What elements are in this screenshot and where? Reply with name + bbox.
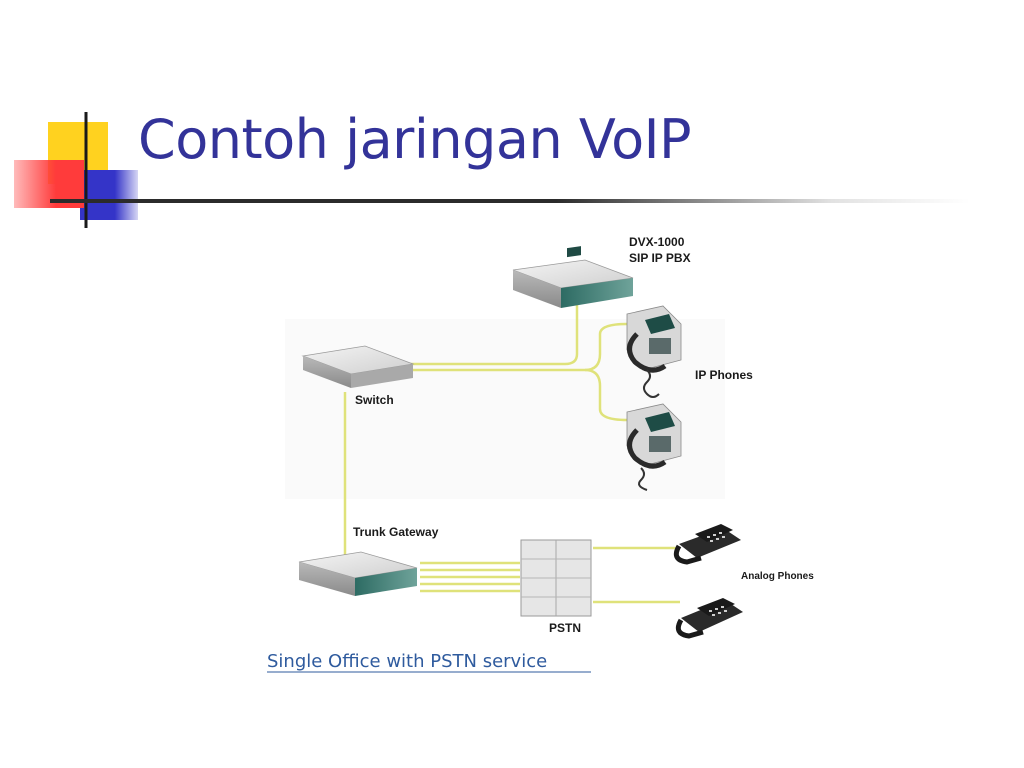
cable-pbx-to-switch — [405, 300, 579, 366]
analog-phone-2 — [675, 598, 743, 639]
voip-network-diagram: DVX-1000 SIP IP PBX Switch IP Phones — [255, 224, 845, 684]
slide-corner-decoration — [0, 0, 140, 240]
title-underline — [50, 199, 970, 203]
pbx-device — [512, 246, 634, 308]
trunk-gateway-device — [298, 551, 418, 596]
switch-device — [301, 345, 415, 388]
network-cables — [343, 300, 680, 604]
pstn-label: PSTN — [549, 621, 581, 635]
analog-phones-label: Analog Phones — [741, 571, 814, 582]
trunk-gateway-label: Trunk Gateway — [353, 525, 439, 539]
ip-phone-1 — [626, 305, 682, 398]
pbx-label-line1: DVX-1000 — [629, 235, 685, 249]
ip-phones-label: IP Phones — [695, 368, 753, 382]
pstn-cabinet — [520, 539, 592, 617]
ip-phone-2 — [626, 403, 682, 491]
diagram-caption: Single Office with PSTN service — [267, 651, 547, 672]
page-title: Contoh jaringan VoIP — [138, 108, 692, 171]
cable-switch-to-ip-phone-1 — [405, 322, 628, 372]
pbx-label-line2: SIP IP PBX — [629, 251, 691, 265]
cable-switch-to-ip-phone-2 — [584, 368, 628, 422]
analog-phone-1 — [673, 524, 741, 565]
switch-label: Switch — [355, 393, 394, 407]
blue-square — [80, 170, 138, 220]
